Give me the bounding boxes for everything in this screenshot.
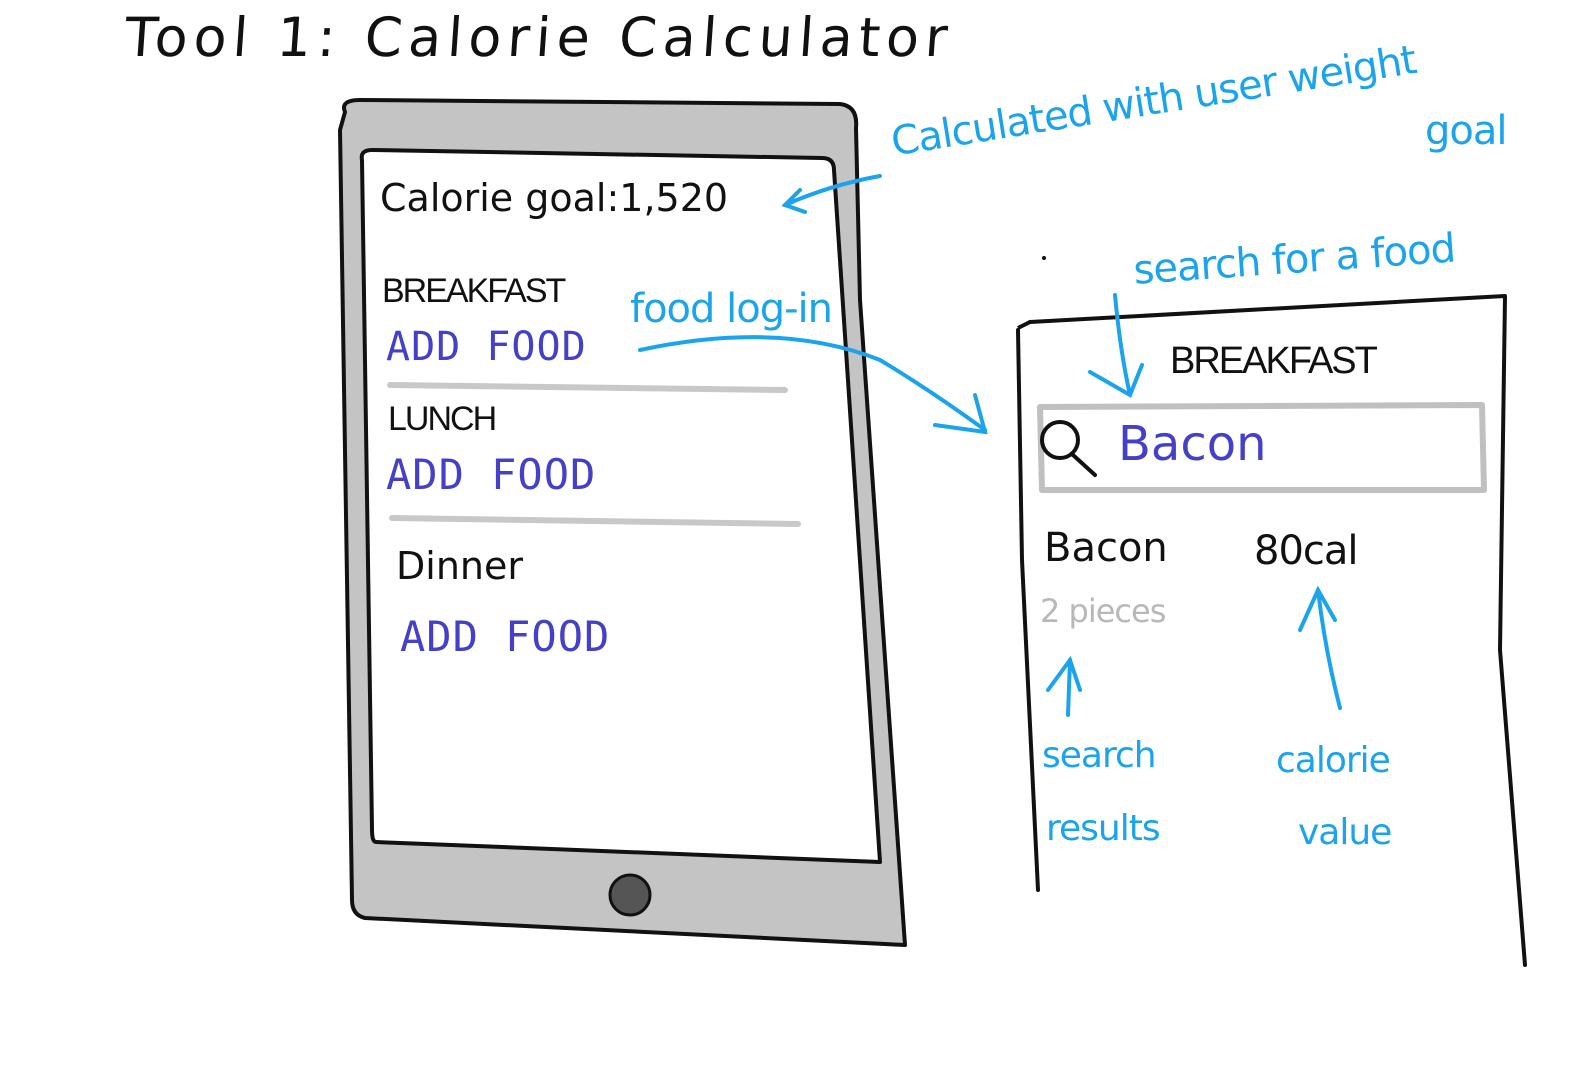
meal-title-dinner: Dinner bbox=[396, 544, 523, 588]
calorie-goal: Calorie goal:1,520 bbox=[380, 176, 729, 220]
annotation-goal-line2: goal bbox=[1425, 108, 1507, 154]
search-screen-frame bbox=[1016, 294, 1527, 967]
result-calories: 80cal bbox=[1254, 528, 1359, 574]
result-name[interactable]: Bacon bbox=[1044, 525, 1168, 571]
annotation-calorie-value-line2: value bbox=[1298, 812, 1392, 853]
annotation-food-log-in: food log-in bbox=[630, 286, 833, 332]
search-input[interactable]: Bacon bbox=[1118, 416, 1267, 472]
meal-title-lunch: LUNCH bbox=[388, 400, 497, 438]
divider-lunch bbox=[389, 515, 801, 527]
arrow-calorie-value bbox=[1298, 585, 1342, 710]
add-food-breakfast[interactable]: ADD FOOD bbox=[386, 324, 587, 370]
search-screen-left-edge bbox=[1017, 320, 1031, 330]
home-button bbox=[608, 873, 652, 917]
annotation-search-results-line2: results bbox=[1046, 808, 1161, 849]
add-food-dinner[interactable]: ADD FOOD bbox=[400, 612, 611, 661]
annotation-search-results-line1: search bbox=[1042, 735, 1157, 776]
arrow-search-results bbox=[1046, 655, 1082, 717]
arrow-goal-note bbox=[781, 174, 882, 214]
stray-dot bbox=[1042, 256, 1046, 260]
meal-title-breakfast: BREAKFAST bbox=[382, 272, 566, 310]
search-box bbox=[1037, 402, 1487, 493]
annotation-calorie-value-line1: calorie bbox=[1276, 740, 1391, 781]
arrow-food-log-in bbox=[638, 335, 988, 435]
add-food-lunch[interactable]: ADD FOOD bbox=[386, 450, 597, 499]
arrow-search-for-food bbox=[1088, 293, 1144, 398]
result-portion: 2 pieces bbox=[1040, 592, 1166, 630]
search-screen-meal-title: BREAKFAST bbox=[1170, 340, 1378, 382]
divider-breakfast bbox=[387, 382, 788, 393]
phone-screen bbox=[359, 148, 882, 864]
page-title: Tool 1: Calorie Calculator bbox=[122, 6, 956, 69]
search-icon bbox=[1040, 420, 1097, 477]
